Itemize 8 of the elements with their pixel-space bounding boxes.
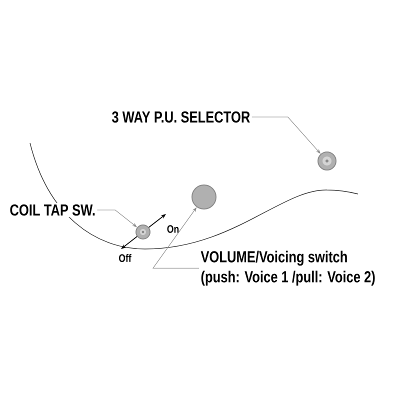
knob xyxy=(136,224,150,240)
knob xyxy=(192,184,216,210)
callout-label: 3 WAY P.U. SELECTOR xyxy=(110,110,252,124)
knob xyxy=(318,152,336,170)
callout-label: COIL TAP SW. xyxy=(8,202,97,218)
position-label: Off xyxy=(119,254,132,262)
position-label: On xyxy=(167,225,179,233)
callout-label: VOLUME/Voicing switch (push: Voice 1 /pull: Voice 2) xyxy=(199,249,377,288)
